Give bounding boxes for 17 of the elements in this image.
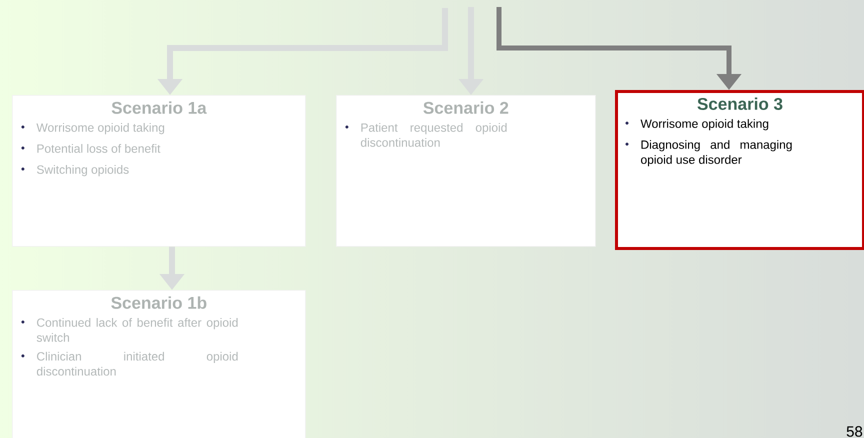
scenario-box	[12, 95, 306, 247]
scenario-box	[336, 95, 596, 247]
bullet-item: Patient requested opioid discontinuation	[345, 123, 507, 147]
bullet-item: Diagnosing and managing opioid use disorder	[626, 140, 792, 166]
bullet-item: Potential loss of benefit	[21, 144, 160, 153]
box-heading: Scenario 1a	[112, 101, 207, 114]
box-heading: Scenario 2	[423, 101, 508, 114]
box-heading: Scenario 3	[698, 98, 782, 110]
page-number: 58	[846, 426, 862, 437]
bullet-item: Worrisome opioid taking	[21, 123, 164, 134]
bullet-item: Continued lack of benefit after opioid switch	[21, 318, 238, 342]
bullet-item: Switching opioids	[21, 165, 129, 176]
box-heading: Scenario 1b	[111, 296, 206, 309]
bullet-item: Worrisome opioid taking	[626, 119, 768, 130]
scenario-box	[12, 290, 306, 438]
bullet-item: Clinician initiated opioid discontinuation	[21, 352, 238, 376]
scenario-box	[615, 90, 864, 250]
